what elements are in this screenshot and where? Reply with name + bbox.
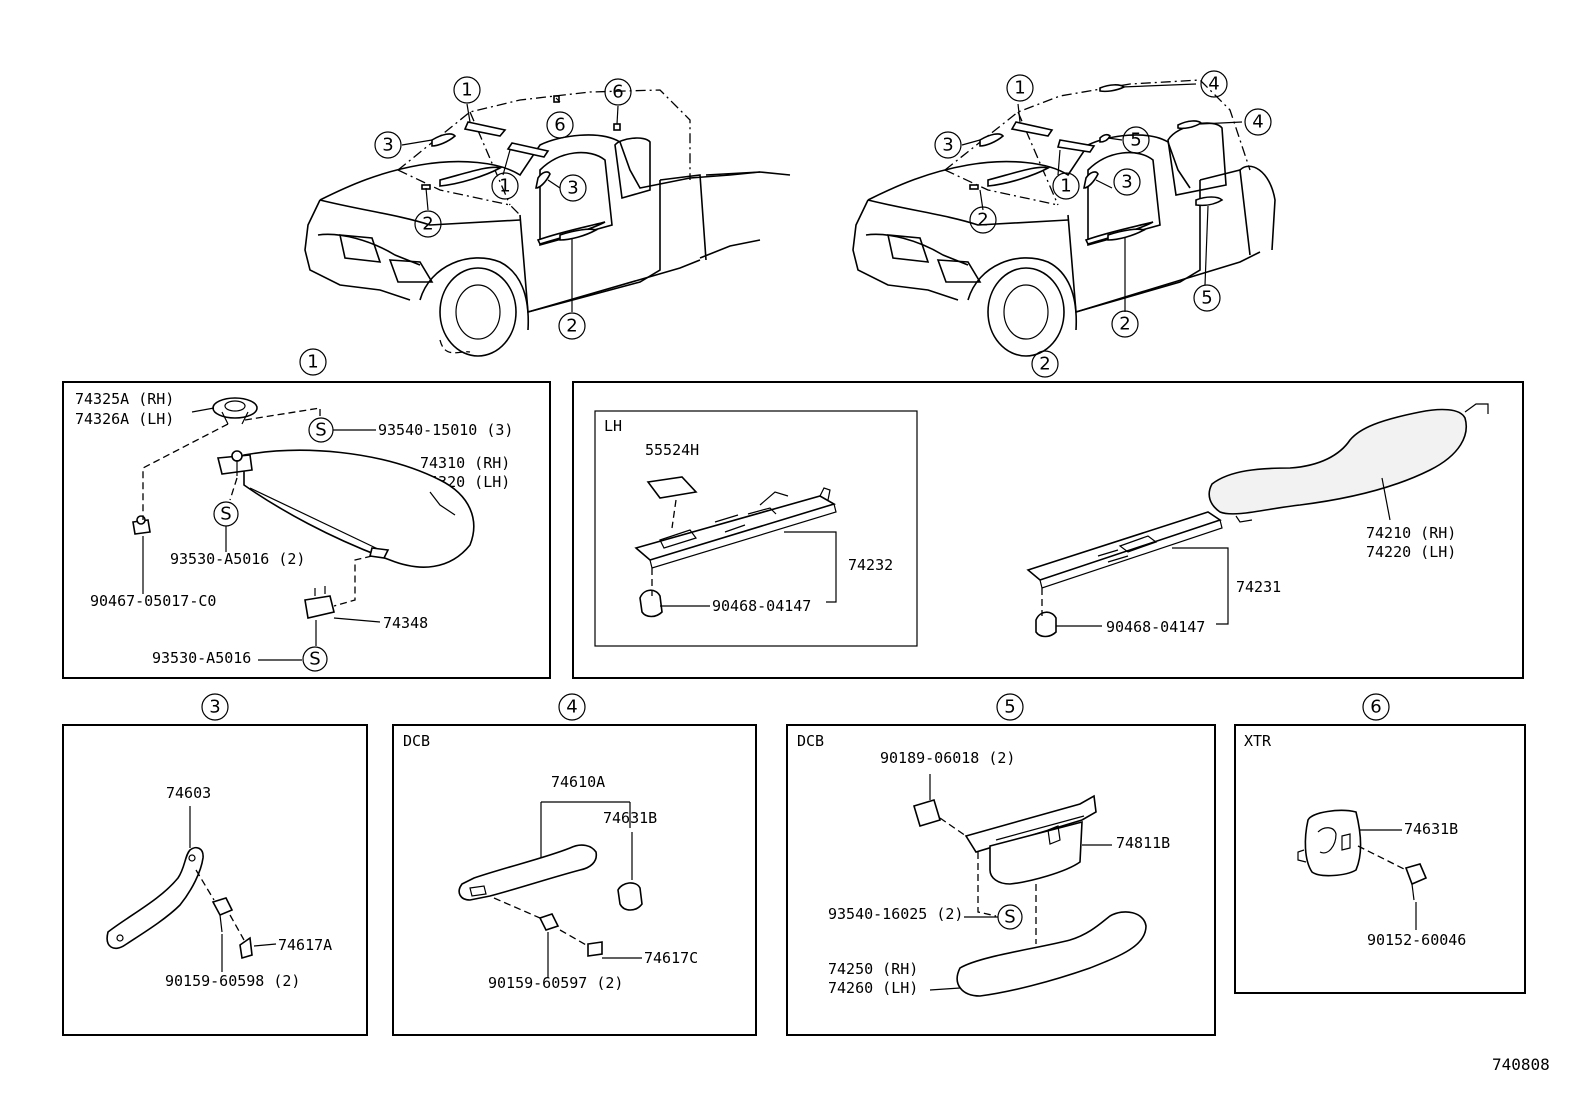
s-symbol-p1-a: S [315, 420, 326, 441]
callout-3-right-a: 3 [942, 135, 953, 156]
panel-1-key: 1 [307, 352, 318, 373]
panel-6-hook: 6 XTR 74631B 90152-60046 [1234, 693, 1526, 994]
s-symbol-p1-b: S [220, 504, 231, 525]
s-symbol-p1-c: S [309, 649, 320, 670]
vehicle-left-illustration [304, 89, 791, 357]
label-90468-04147-b: 90468-04147 [1106, 618, 1205, 636]
label-74617A: 74617A [278, 936, 332, 954]
callout-6-left-b: 6 [612, 82, 623, 103]
label-90159-60598: 90159-60598 (2) [165, 972, 300, 990]
panel-2-frame [572, 381, 1524, 679]
panel-6-sub-label: XTR [1244, 732, 1272, 750]
panel-5-sub-label: DCB [797, 732, 824, 750]
panel-5-frame [786, 724, 1216, 1036]
label-90467-05017-C0: 90467-05017-C0 [90, 592, 216, 610]
panel-5-key: 5 [1004, 697, 1015, 718]
vehicle-right-illustration [852, 79, 1276, 357]
panel-4-grip: 4 DCB 74610A 74631B 74617C 90159-60597 (… [392, 693, 757, 1036]
callout-1-left-b: 1 [499, 176, 510, 197]
label-74610A: 74610A [551, 773, 605, 791]
label-55524H: 55524H [645, 441, 699, 459]
callout-4-right-b: 4 [1252, 112, 1263, 133]
label-74220: 74220 (LH) [1366, 543, 1456, 561]
label-93540-16025: 93540-16025 (2) [828, 905, 963, 923]
label-74603: 74603 [166, 784, 211, 802]
panel-2-sub-label: LH [604, 417, 622, 435]
callout-3-right-b: 3 [1121, 172, 1132, 193]
panel-4-frame [392, 724, 757, 1036]
callout-1-right-top: 1 [1014, 78, 1025, 99]
panel-4-key: 4 [566, 697, 577, 718]
label-90159-60597: 90159-60597 (2) [488, 974, 623, 992]
label-74348: 74348 [383, 614, 428, 632]
callout-1-left-top: 1 [461, 80, 472, 101]
figure-code: 740808 [1492, 1055, 1550, 1074]
panel-3-key: 3 [209, 697, 220, 718]
label-74231: 74231 [1236, 578, 1281, 596]
label-74326A: 74326A (LH) [75, 410, 174, 428]
vehicle-callouts: 1 3 1 2 3 6 6 2 1 4 4 3 5 1 3 2 5 2 [374, 70, 1272, 340]
s-symbol-p5: S [1004, 907, 1015, 928]
label-74260: 74260 (LH) [828, 979, 918, 997]
panel-1-frame [62, 381, 551, 679]
label-93540-15010: 93540-15010 (3) [378, 421, 513, 439]
callout-4-right-a: 4 [1208, 74, 1219, 95]
panel-3-bracket: 3 74603 74617A 90159-60598 (2) [62, 693, 368, 1036]
panel-6-frame [1234, 724, 1526, 994]
panel-1-sun-visor: 1 74325A (RH) 74326A (LH) 93540-15010 (3… [62, 348, 551, 679]
panel-3-frame [62, 724, 368, 1036]
callout-2-right-a: 2 [977, 210, 988, 231]
label-74631B-p6: 74631B [1404, 820, 1458, 838]
label-74325A: 74325A (RH) [75, 390, 174, 408]
label-93530-A5016-2: 93530-A5016 (2) [170, 550, 305, 568]
label-74617C: 74617C [644, 949, 698, 967]
label-74811B: 74811B [1116, 834, 1170, 852]
label-74310: 74310 (RH) [420, 454, 510, 472]
callout-6-left-a: 6 [554, 115, 565, 136]
label-74210: 74210 (RH) [1366, 524, 1456, 542]
panel-5-console-grip: 5 DCB 90189-06018 (2) 74811B 93540-16025… [786, 693, 1216, 1036]
label-90152-60046: 90152-60046 [1367, 931, 1466, 949]
label-90468-04147-a: 90468-04147 [712, 597, 811, 615]
callout-2-right-c: 2 [1119, 314, 1130, 335]
callout-3-left-b: 3 [567, 178, 578, 199]
panel-2-lh-frame [594, 410, 918, 647]
callout-5-right-a: 5 [1130, 130, 1141, 151]
callout-3-left-a: 3 [382, 135, 393, 156]
label-90189-06018: 90189-06018 (2) [880, 749, 1015, 767]
callout-1-right-b: 1 [1060, 176, 1071, 197]
label-93530-A5016: 93530-A5016 [152, 649, 251, 667]
panel-2-key: 2 [1039, 354, 1050, 375]
callout-2-left-a: 2 [422, 214, 433, 235]
panel-2-assist-grip: 2 LH 55524H 74232 90468-04147 74210 (RH)… [572, 350, 1524, 679]
panel-6-key: 6 [1370, 697, 1381, 718]
callout-2-left-c: 2 [566, 316, 577, 337]
callout-5-right-b: 5 [1201, 288, 1212, 309]
panel-4-sub-label: DCB [403, 732, 430, 750]
label-74232: 74232 [848, 556, 893, 574]
label-74250: 74250 (RH) [828, 960, 918, 978]
